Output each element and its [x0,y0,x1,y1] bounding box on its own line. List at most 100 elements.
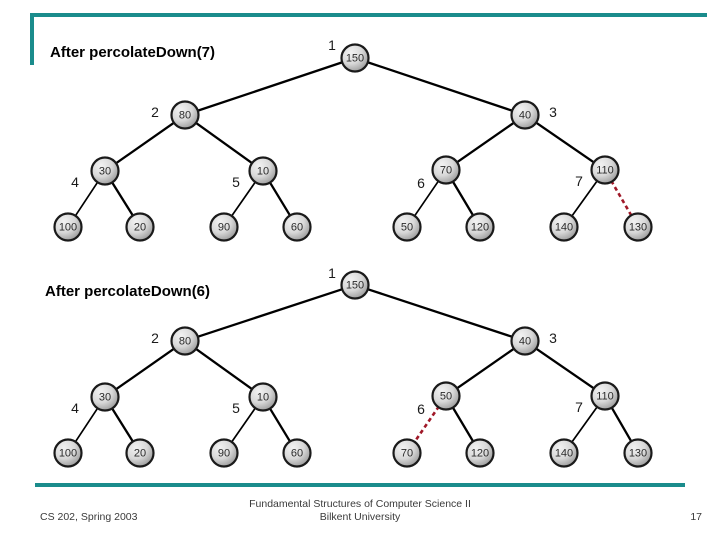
tree-node[interactable]: 140 [549,438,579,468]
tree-node[interactable]: 10 5 [232,156,278,191]
tree-node[interactable]: 506 [417,381,461,418]
tree-node-value: 50 [440,391,452,403]
tree-node-circle[interactable] [209,438,239,468]
tree-node-value: 130 [629,222,647,234]
tree-node[interactable]: 60 [282,438,312,468]
tree-node-circle[interactable] [170,100,200,130]
tree-node-index-label: 7 [575,173,583,189]
tree-node[interactable]: 60 [282,212,312,242]
tree-node-index-label: 4 [71,174,79,190]
tree-edge [194,121,254,165]
tree-node-index-label: 2 [151,330,159,346]
footer-course-label: CS 202, Spring 2003 [40,511,138,523]
tree-node-circle[interactable] [465,438,495,468]
tree-node-value: 70 [440,165,452,177]
tree-node-circle[interactable] [590,155,620,185]
tree-node-circle[interactable] [549,212,579,242]
tree-node[interactable]: 70 [392,438,422,468]
tree-node-circle[interactable] [510,100,540,130]
tree-node-value: 90 [218,222,230,234]
tree-node-value: 100 [59,222,77,234]
tree-node[interactable]: 40 3 [510,326,558,356]
tree-node-index-label: 4 [71,400,79,416]
tree-node-value: 40 [519,336,531,348]
tree-node-circle[interactable] [248,382,278,412]
tree-node-index-label: 3 [549,330,557,346]
tree-node-circle[interactable] [465,212,495,242]
tree-edge [110,180,135,218]
tree-edges [74,60,633,218]
tree-node-circle[interactable] [90,382,120,412]
tree-node-index-label: 2 [151,104,159,120]
tree-node[interactable]: 140 [549,212,579,242]
tree-node-value: 60 [291,448,303,460]
tree-node[interactable]: 110 7 [575,155,620,190]
tree-node[interactable]: 304 [71,382,120,417]
tree-node-circle[interactable] [392,438,422,468]
tree-node-value: 120 [471,222,489,234]
tree-edge-highlighted [412,405,441,444]
tree-node-circle[interactable] [53,212,83,242]
tree-node-value: 110 [596,165,614,177]
tree-node[interactable]: 105 [232,382,278,417]
tree-node[interactable]: 100 [53,212,83,242]
tree-node-circle[interactable] [392,212,422,242]
tree-node-index-label: 7 [575,399,583,415]
tree-edge [195,60,345,113]
tree-edge [194,347,254,391]
tree-edges [74,287,633,444]
tree-node-circle[interactable] [431,155,461,185]
tree-node-circle[interactable] [125,438,155,468]
tree-node-circle[interactable] [53,438,83,468]
tree-node[interactable]: 90 [209,438,239,468]
tree-edge [610,405,633,444]
tree-node[interactable]: 802 [151,100,200,130]
tree-node-circle[interactable] [510,326,540,356]
tree-node[interactable]: 120 [465,438,495,468]
tree-node[interactable]: 90 [209,212,239,242]
tree-edge [365,287,515,339]
tree-node-value: 90 [218,448,230,460]
tree-edge [268,406,292,444]
tree-node-index-label: 5 [232,400,240,416]
tree-node[interactable]: 304 [71,156,120,191]
tree-edge [451,405,475,444]
tree-node[interactable]: 20 [125,212,155,242]
tree-node-circle[interactable] [431,381,461,411]
tree-node-circle[interactable] [125,212,155,242]
tree-node[interactable]: 100 [53,438,83,468]
tree-node[interactable]: 802 [151,326,200,356]
tree-edge [74,406,99,444]
tree-node-circle[interactable] [282,438,312,468]
tree-edge [455,346,516,391]
tree-node[interactable]: 130 [623,438,653,468]
tree-node-circle[interactable] [248,156,278,186]
tree-edge [230,406,257,444]
tree-node-circle[interactable] [90,156,120,186]
tree-node-circle[interactable] [170,326,200,356]
tree-node-index-label: 5 [232,174,240,190]
tree-node-circle[interactable] [340,270,370,300]
tree-node-circle[interactable] [549,438,579,468]
tree-edge-highlighted [610,180,633,217]
tree-node[interactable]: 130 [623,212,653,242]
tree-node-circle[interactable] [623,438,653,468]
tree-node[interactable]: 706 [417,155,461,192]
tree-node-value: 10 [257,166,269,178]
tree-node[interactable]: 20 [125,438,155,468]
tree-node-circle[interactable] [209,212,239,242]
tree-node-circle[interactable] [282,212,312,242]
tree-node[interactable]: 120 [465,212,495,242]
accent-left-bar [30,13,34,65]
tree-edge [195,287,345,339]
tree-node[interactable]: 50 [392,212,422,242]
tree-node-circle[interactable] [590,381,620,411]
footer-center-block: Fundamental Structures of Computer Scien… [0,498,720,524]
tree-node-circle[interactable] [623,212,653,242]
tree-node-circle[interactable] [340,43,370,73]
